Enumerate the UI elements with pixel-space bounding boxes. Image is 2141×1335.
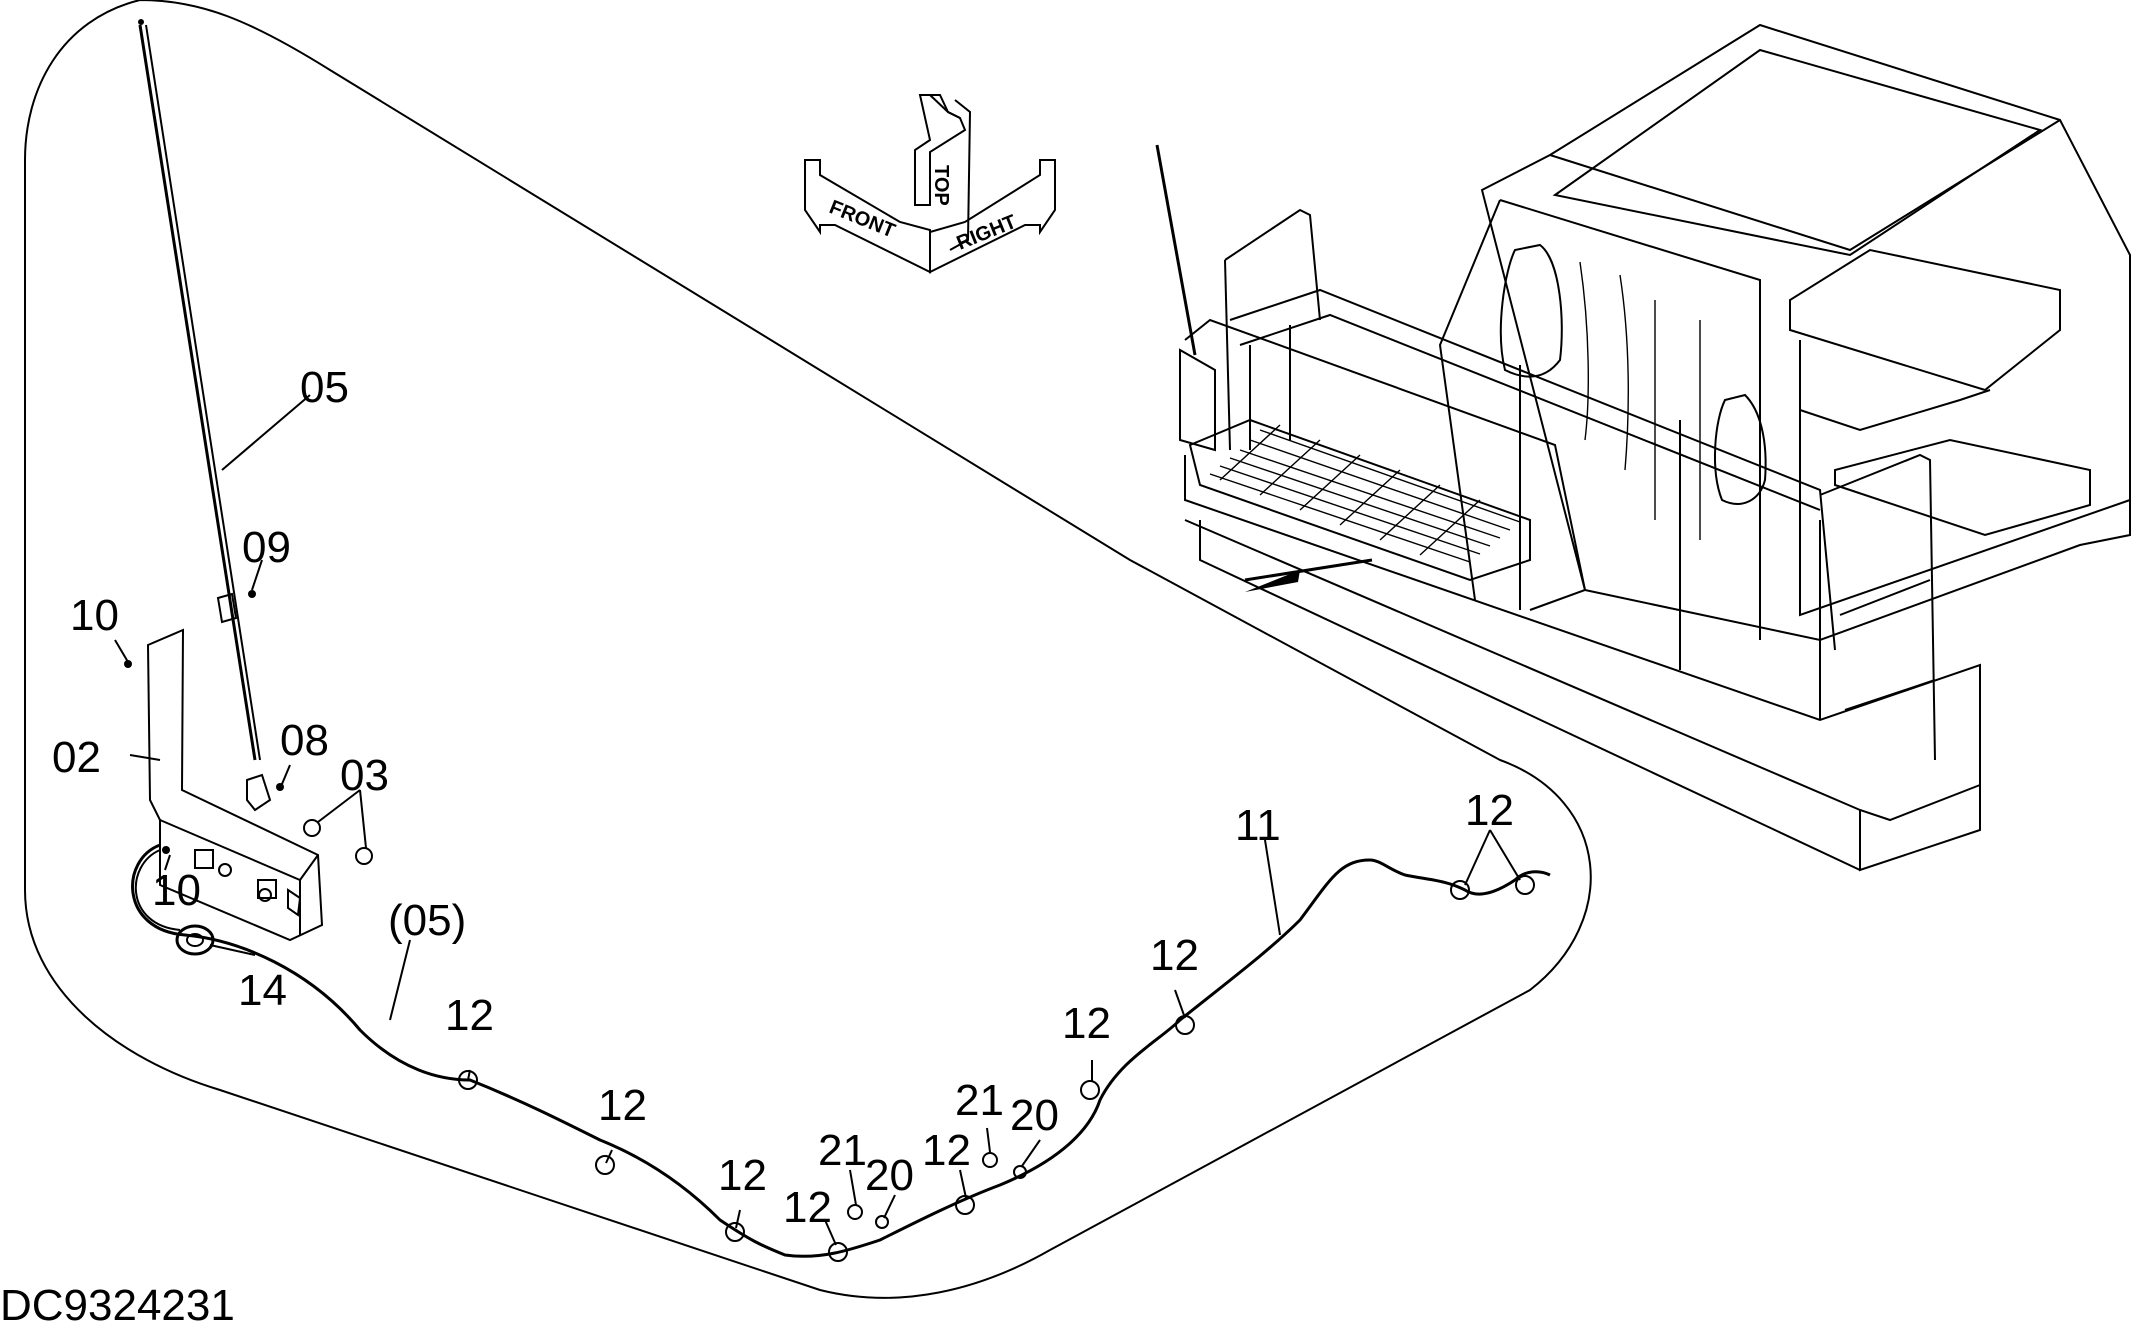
antenna-assembly bbox=[138, 19, 272, 812]
label-washer-a: 20 bbox=[865, 1151, 914, 1200]
label-cable: (05) bbox=[388, 896, 466, 945]
detail-leader bbox=[1244, 558, 1373, 582]
label-clip-d: 12 bbox=[445, 991, 494, 1040]
arrow-label-front: FRONT bbox=[826, 196, 898, 242]
machine-body bbox=[1184, 23, 2131, 642]
label-clip-g: 12 bbox=[783, 1183, 832, 1232]
orientation-arrows: FRONT TOP RIGHT bbox=[804, 94, 1056, 274]
fasteners bbox=[124, 590, 373, 865]
arrow-label-right: RIGHT bbox=[954, 211, 1020, 255]
grommet-14 bbox=[175, 924, 215, 956]
drawing-number: DC9324231 bbox=[0, 1281, 235, 1330]
handrails bbox=[1224, 208, 1936, 761]
label-clip-e: 12 bbox=[598, 1081, 647, 1130]
label-clip-b: 12 bbox=[1150, 931, 1199, 980]
label-bracket: 02 bbox=[52, 733, 101, 782]
label-clip-f: 12 bbox=[718, 1151, 767, 1200]
arrow-label-top: TOP bbox=[930, 165, 952, 206]
label-screw-b: 21 bbox=[955, 1076, 1004, 1125]
label-screw-a: 21 bbox=[818, 1126, 867, 1175]
antenna-cable bbox=[131, 843, 1551, 1258]
label-clip-h: 12 bbox=[922, 1126, 971, 1175]
label-grommet: 14 bbox=[238, 966, 287, 1015]
label-antenna: 05 bbox=[300, 363, 349, 412]
detail-boundary bbox=[24, 0, 1592, 1299]
machine-antenna bbox=[1155, 144, 1197, 356]
label-harness: 11 bbox=[1235, 801, 1281, 850]
label-bolt-lower: 10 bbox=[152, 866, 201, 915]
platform bbox=[1184, 418, 1981, 872]
label-bolt-upper: 10 bbox=[70, 591, 119, 640]
label-clip-a: 12 bbox=[1465, 786, 1514, 835]
label-washer-b: 20 bbox=[1010, 1091, 1059, 1140]
label-antenna-base: 08 bbox=[280, 716, 329, 765]
label-antenna-nut: 09 bbox=[242, 523, 291, 572]
label-bolts: 03 bbox=[340, 751, 389, 800]
bracket-02 bbox=[146, 628, 324, 942]
cable-clips bbox=[458, 875, 1535, 1262]
label-clip-c: 12 bbox=[1062, 999, 1111, 1048]
leader-lines bbox=[114, 394, 1521, 1246]
